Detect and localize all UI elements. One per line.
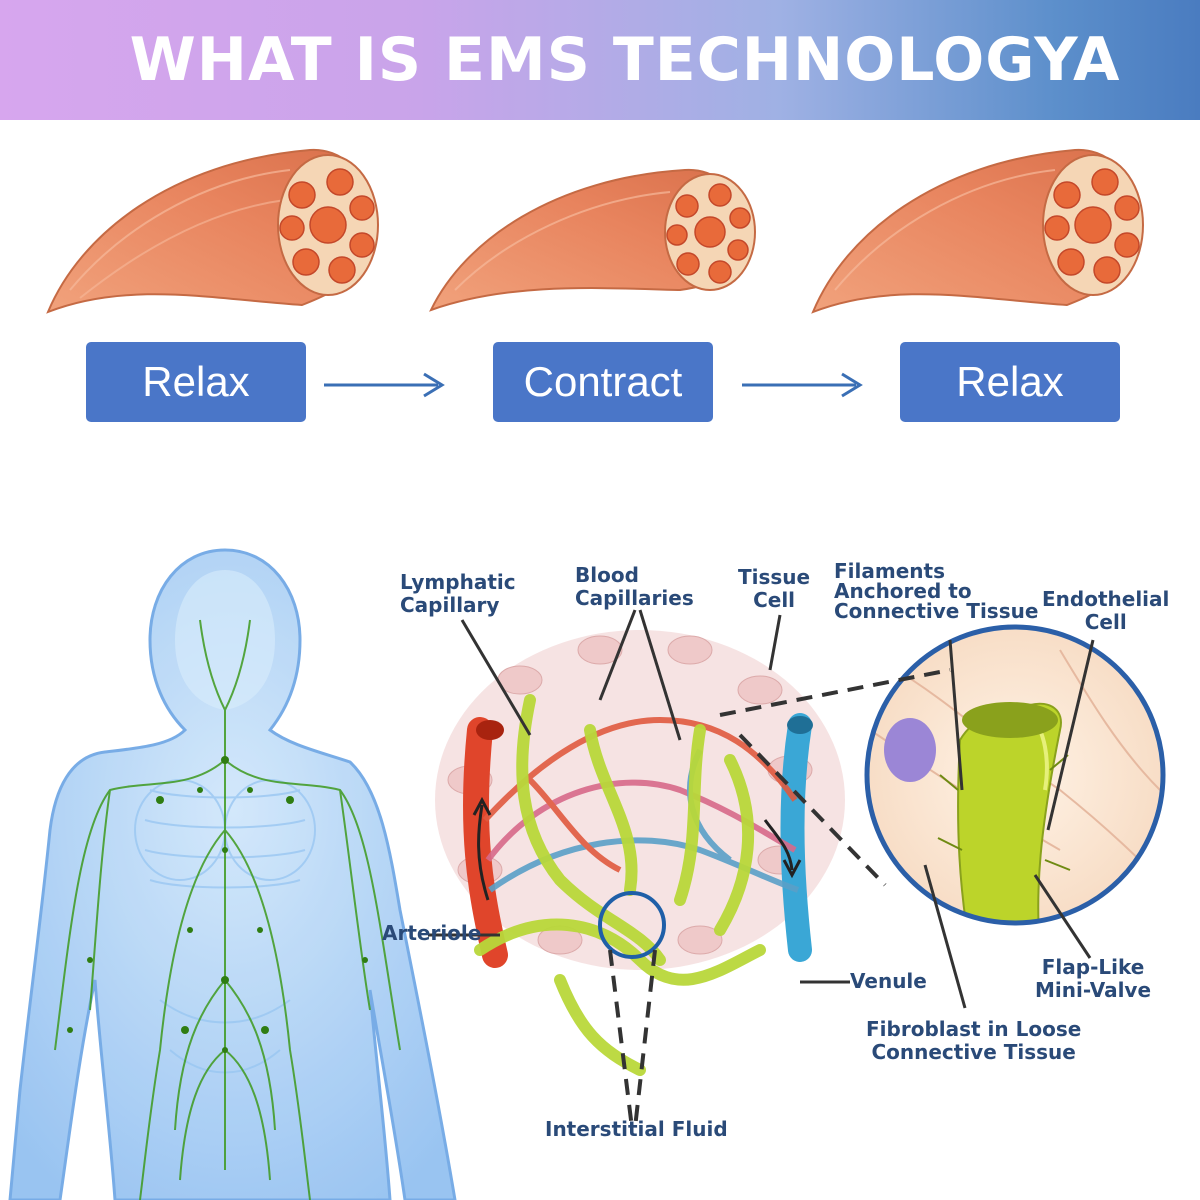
page-title: WHAT IS EMS TECHNOLOGYA xyxy=(129,25,1121,95)
label-blood-capillaries: Blood Capillaries xyxy=(575,563,694,610)
label-arteriole: Arteriole xyxy=(382,921,482,945)
stage-relax-2: Relax xyxy=(900,342,1120,422)
human-body-figure xyxy=(8,548,457,1200)
lymphatic-system-diagram xyxy=(8,548,1166,1200)
label-lymphatic-capillary: Lymphatic Capillary xyxy=(400,570,516,617)
arrow-right-icon xyxy=(324,372,445,398)
arrow-right-icon xyxy=(742,372,863,398)
label-tissue-cell: Tissue Cell xyxy=(738,565,811,612)
label-filaments: Filaments Anchored to Connective Tissue xyxy=(834,559,1039,623)
muscle-illustration-relax-1 xyxy=(46,148,379,314)
stage-relax-1: Relax xyxy=(86,342,306,422)
magnified-lymphatic-capillary xyxy=(864,624,1166,926)
label-fibroblast: Fibroblast in Loose Connective Tissue xyxy=(866,1017,1082,1064)
label-endothelial-cell: Endothelial Cell xyxy=(1042,587,1170,634)
label-interstitial-fluid: Interstitial Fluid xyxy=(545,1117,728,1141)
muscle-illustration-relax-2 xyxy=(811,148,1144,314)
stage-contract: Contract xyxy=(493,342,713,422)
capillary-bed-illustration xyxy=(435,630,845,1076)
label-flap-valve: Flap-Like Mini-Valve xyxy=(1035,955,1152,1002)
title-banner: WHAT IS EMS TECHNOLOGYA xyxy=(0,0,1200,120)
muscle-illustration-contract xyxy=(429,168,756,312)
label-venule: Venule xyxy=(850,969,927,993)
